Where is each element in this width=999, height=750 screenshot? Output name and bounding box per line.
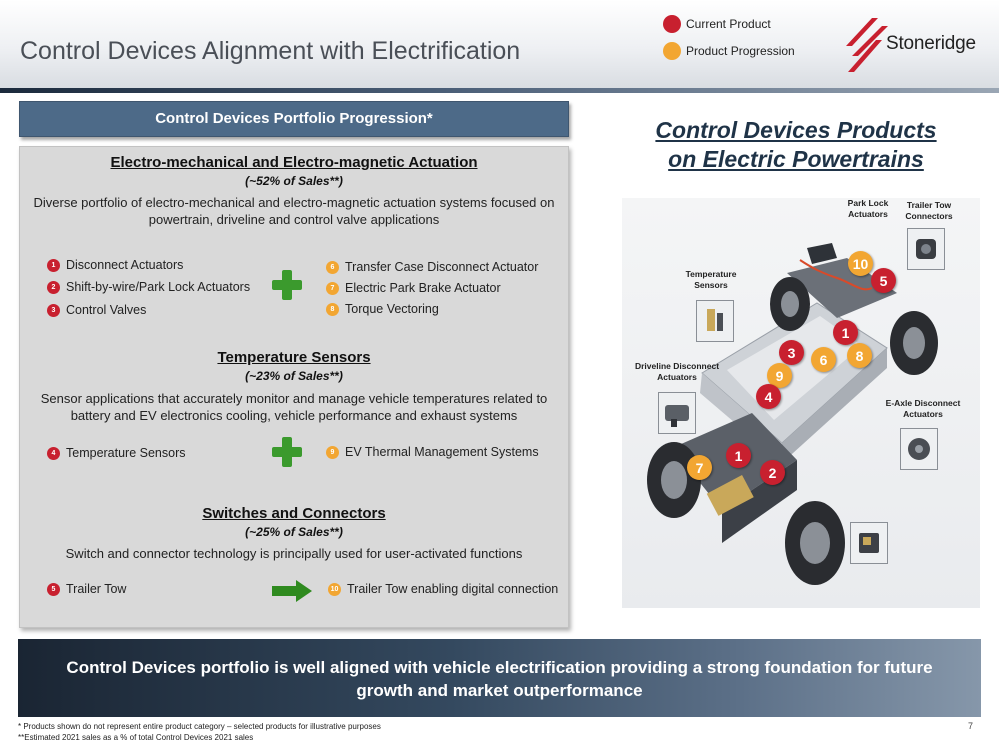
product-label: Shift-by-wire/Park Lock Actuators — [66, 280, 251, 294]
number-badge: 7 — [326, 281, 339, 295]
portfolio-panel: Electro-mechanical and Electro-magnetic … — [19, 146, 569, 628]
product-label: Control Valves — [66, 303, 147, 317]
number-badge: 8 — [326, 302, 339, 316]
trailer-tow-connector-image — [907, 228, 945, 270]
section-share: (~23% of Sales**) — [245, 369, 343, 383]
product-item: 6 Transfer Case Disconnect Actuator — [326, 260, 538, 274]
product-label: Transfer Case Disconnect Actuator — [345, 260, 539, 274]
marker-badge: 5 — [871, 268, 896, 293]
number-badge: 5 — [47, 582, 60, 596]
marker-badge: 7 — [687, 455, 712, 480]
red-dot-icon — [663, 15, 681, 33]
caption-line: Trailer Tow — [906, 200, 952, 210]
footnote: * Products shown do not represent entire… — [18, 722, 381, 731]
product-label: Disconnect Actuators — [66, 258, 184, 272]
caption-line: E-Axle Disconnect — [885, 398, 961, 408]
legend-label: Product Progression — [686, 44, 795, 58]
product-item: 9 EV Thermal Management Systems — [326, 445, 539, 459]
section-share: (~52% of Sales**) — [245, 174, 343, 188]
caption-e-axle-disconnect: E-Axle Disconnect Actuators — [868, 398, 978, 420]
product-label: Torque Vectoring — [345, 302, 439, 316]
caption-temperature-sensors: Temperature Sensors — [666, 269, 756, 291]
product-item: 8 Torque Vectoring — [326, 302, 439, 316]
product-item: 7 Electric Park Brake Actuator — [326, 281, 501, 295]
marker-badge: 6 — [811, 347, 836, 372]
legend-label: Current Product — [686, 17, 771, 31]
marker-badge: 10 — [848, 251, 873, 276]
product-label: Trailer Tow — [66, 582, 127, 596]
marker-badge: 1 — [833, 320, 858, 345]
product-label: EV Thermal Management Systems — [345, 445, 539, 459]
logo-text: Stoneridge — [886, 33, 976, 54]
caption-driveline-disconnect: Driveline Disconnect Actuators — [622, 361, 732, 383]
product-item: 10 Trailer Tow enabling digital connecti… — [328, 582, 558, 596]
vehicle-chassis-illustration: Trailer Tow Connectors Temperature Senso… — [622, 198, 980, 608]
product-item: 2 Shift-by-wire/Park Lock Actuators — [47, 280, 250, 294]
caption-line: Connectors — [905, 211, 953, 221]
slide-header: Control Devices Alignment with Electrifi… — [0, 0, 999, 88]
caption-line: Driveline Disconnect — [634, 361, 720, 371]
company-logo: Stoneridge — [842, 16, 982, 74]
section-description: Diverse portfolio of electro-mechanical … — [33, 195, 555, 227]
caption-park-lock: Park Lock Actuators — [828, 198, 908, 220]
summary-text: Control Devices portfolio is well aligne… — [66, 658, 933, 700]
caption-line: Temperature — [685, 269, 737, 279]
caption-line: Actuators — [903, 409, 943, 419]
section-heading: Electro-mechanical and Electro-magnetic … — [110, 154, 478, 171]
temperature-sensor-image — [696, 300, 734, 342]
number-badge: 9 — [326, 445, 339, 459]
portfolio-banner: Control Devices Portfolio Progression* — [19, 101, 569, 137]
marker-badge: 2 — [760, 460, 785, 485]
caption-line: Actuators — [848, 209, 888, 219]
header-divider — [0, 88, 999, 93]
summary-banner: Control Devices portfolio is well aligne… — [18, 639, 981, 717]
title-line: on Electric Powertrains — [668, 146, 924, 172]
product-item: 3 Control Valves — [47, 303, 146, 317]
arrow-right-icon — [272, 580, 312, 602]
number-badge: 1 — [47, 258, 60, 272]
number-badge: 3 — [47, 303, 60, 317]
driveline-actuator-image — [658, 392, 696, 434]
marker-badge: 4 — [756, 384, 781, 409]
section-heading: Switches and Connectors — [202, 505, 386, 522]
stoneridge-swoosh-icon — [846, 18, 888, 72]
product-label: Electric Park Brake Actuator — [345, 281, 501, 295]
slide-title: Control Devices Alignment with Electrifi… — [20, 37, 521, 65]
caption-line: Actuators — [657, 372, 697, 382]
number-badge: 4 — [47, 446, 60, 460]
product-label: Temperature Sensors — [66, 446, 186, 460]
legend-item-progression: Product Progression — [663, 41, 795, 61]
legend: Current Product Product Progression — [663, 14, 795, 68]
orange-dot-icon — [663, 42, 681, 60]
e-axle-actuator-image — [900, 428, 938, 470]
section-share: (~25% of Sales**) — [245, 525, 343, 539]
marker-badge: 1 — [726, 443, 751, 468]
number-badge: 6 — [326, 260, 339, 274]
plus-icon — [272, 270, 302, 300]
product-item: 1 Disconnect Actuators — [47, 258, 183, 272]
caption-line: Park Lock — [847, 198, 889, 208]
park-lock-actuator-image — [850, 522, 888, 564]
section-description: Switch and connector technology is princ… — [65, 546, 523, 561]
caption-line: Sensors — [694, 280, 728, 290]
footnote: **Estimated 2021 sales as a % of total C… — [18, 733, 254, 742]
product-item: 5 Trailer Tow — [47, 582, 126, 596]
page-number: 7 — [968, 721, 974, 731]
product-item: 4 Temperature Sensors — [47, 446, 186, 460]
legend-item-current: Current Product — [663, 14, 795, 34]
marker-badge: 9 — [767, 363, 792, 388]
number-badge: 2 — [47, 280, 60, 294]
plus-icon — [272, 437, 302, 467]
marker-badge: 8 — [847, 343, 872, 368]
product-label: Trailer Tow enabling digital connection — [347, 582, 559, 596]
section-description: Sensor applications that accurately moni… — [40, 391, 548, 423]
marker-badge: 3 — [779, 340, 804, 365]
number-badge: 10 — [328, 582, 341, 596]
title-line: Control Devices Products — [655, 117, 937, 143]
powertrain-title: Control Devices Products on Electric Pow… — [625, 116, 967, 174]
section-heading: Temperature Sensors — [217, 349, 371, 366]
caption-trailer-tow: Trailer Tow Connectors — [884, 200, 974, 222]
